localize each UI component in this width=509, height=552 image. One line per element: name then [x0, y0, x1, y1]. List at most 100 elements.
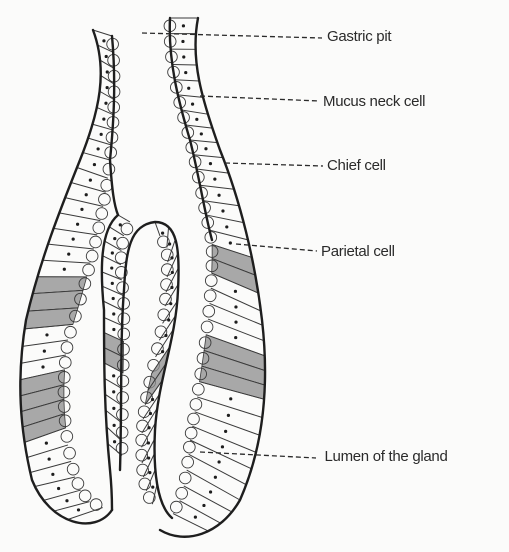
cell-nucleus: [168, 242, 171, 245]
cell-apex: [115, 252, 127, 264]
cell-nucleus: [200, 132, 203, 135]
cell-apex: [72, 478, 84, 490]
cell-nucleus: [112, 374, 115, 377]
cell-nucleus: [105, 55, 108, 58]
cell-wall: [105, 241, 122, 250]
cell-nucleus: [195, 118, 198, 121]
cell-apex: [116, 426, 128, 438]
cell-wall: [35, 477, 75, 487]
cell-nucleus: [170, 286, 173, 289]
cell-wall: [100, 60, 114, 68]
left-tube-inner-wall: [110, 36, 118, 215]
cell-wall: [43, 260, 91, 263]
right-tube-inner-wall: [170, 18, 212, 240]
cell-wall: [175, 80, 200, 81]
cell-apex: [121, 223, 133, 235]
cell-nucleus: [181, 40, 184, 43]
cell-nucleus: [112, 407, 115, 410]
cell-nucleus: [164, 334, 167, 337]
cell-wall: [27, 445, 68, 458]
cell-apex: [203, 305, 215, 317]
cell-apex: [170, 501, 182, 513]
cell-wall: [102, 286, 123, 295]
cell-nucleus: [209, 162, 212, 165]
cell-nucleus: [214, 476, 217, 479]
cell-nucleus: [111, 251, 114, 254]
cell-nucleus: [41, 365, 44, 368]
cell-nucleus: [217, 460, 220, 463]
cell-nucleus: [234, 290, 237, 293]
cell-apex: [188, 413, 200, 425]
cell-apex: [65, 326, 77, 338]
cell-apex: [185, 427, 197, 439]
cell-wall: [44, 490, 81, 500]
cell-nucleus: [43, 350, 46, 353]
cell-nucleus: [191, 102, 194, 105]
cell-apex: [59, 357, 71, 369]
mucus-neck-cell-leader: [200, 96, 319, 101]
label-gastric-pit: Gastric pit: [327, 28, 391, 45]
cell-wall: [59, 213, 100, 221]
cell-wall: [97, 107, 114, 114]
cell-nucleus: [89, 179, 92, 182]
cell-nucleus: [77, 508, 80, 511]
cell-apex: [118, 328, 130, 340]
cell-apex: [176, 487, 188, 499]
cell-nucleus: [65, 499, 68, 502]
label-lumen-of-the-gland: Lumen of the gland: [316, 448, 456, 465]
cell-nucleus: [80, 208, 83, 211]
cell-apex: [86, 250, 98, 262]
cell-wall: [101, 76, 114, 84]
cell-nucleus: [234, 336, 237, 339]
lumen-leader: [200, 452, 316, 458]
cell-apex: [117, 409, 129, 421]
cell-nucleus: [51, 473, 54, 476]
cell-nucleus: [110, 266, 113, 269]
cell-nucleus: [182, 24, 185, 27]
cell-apex: [90, 236, 102, 248]
cell-nucleus: [167, 318, 170, 321]
cell-wall: [71, 183, 106, 193]
cell-nucleus: [204, 147, 207, 150]
cell-wall: [189, 454, 246, 484]
cell-apex: [61, 342, 73, 354]
cell-nucleus: [113, 440, 116, 443]
chief-cell-leader: [225, 163, 323, 166]
cell-nucleus: [224, 430, 227, 433]
cell-nucleus: [170, 256, 173, 259]
cell-nucleus: [147, 441, 150, 444]
cell-nucleus: [100, 133, 103, 136]
label-mucus-neck-cell: Mucus neck cell: [323, 93, 425, 110]
cell-apex: [179, 472, 191, 484]
cell-nucleus: [147, 426, 150, 429]
cell-nucleus: [72, 238, 75, 241]
cell-nucleus: [234, 305, 237, 308]
cell-nucleus: [169, 302, 172, 305]
cell-wall: [209, 230, 248, 240]
cell-nucleus: [227, 414, 230, 417]
cell-nucleus: [225, 225, 228, 228]
cell-nucleus: [112, 390, 115, 393]
cell-wall: [173, 514, 208, 532]
cell-nucleus: [104, 102, 107, 105]
cell-nucleus: [182, 55, 185, 58]
cell-wall: [54, 502, 90, 511]
cell-nucleus: [76, 223, 79, 226]
cell-nucleus: [187, 87, 190, 90]
cell-apex: [182, 456, 194, 468]
cell-nucleus: [229, 241, 232, 244]
cell-wall: [30, 461, 71, 472]
cell-apex: [117, 282, 129, 294]
cell-apex: [193, 383, 205, 395]
cell-nucleus: [106, 70, 109, 73]
cell-nucleus: [45, 442, 48, 445]
cell-wall: [187, 470, 240, 500]
cell-apex: [79, 490, 91, 502]
cell-nucleus: [85, 193, 88, 196]
cell-apex: [201, 321, 213, 333]
cell-nucleus: [112, 312, 115, 315]
cell-nucleus: [194, 516, 197, 519]
cell-apex: [118, 313, 130, 325]
